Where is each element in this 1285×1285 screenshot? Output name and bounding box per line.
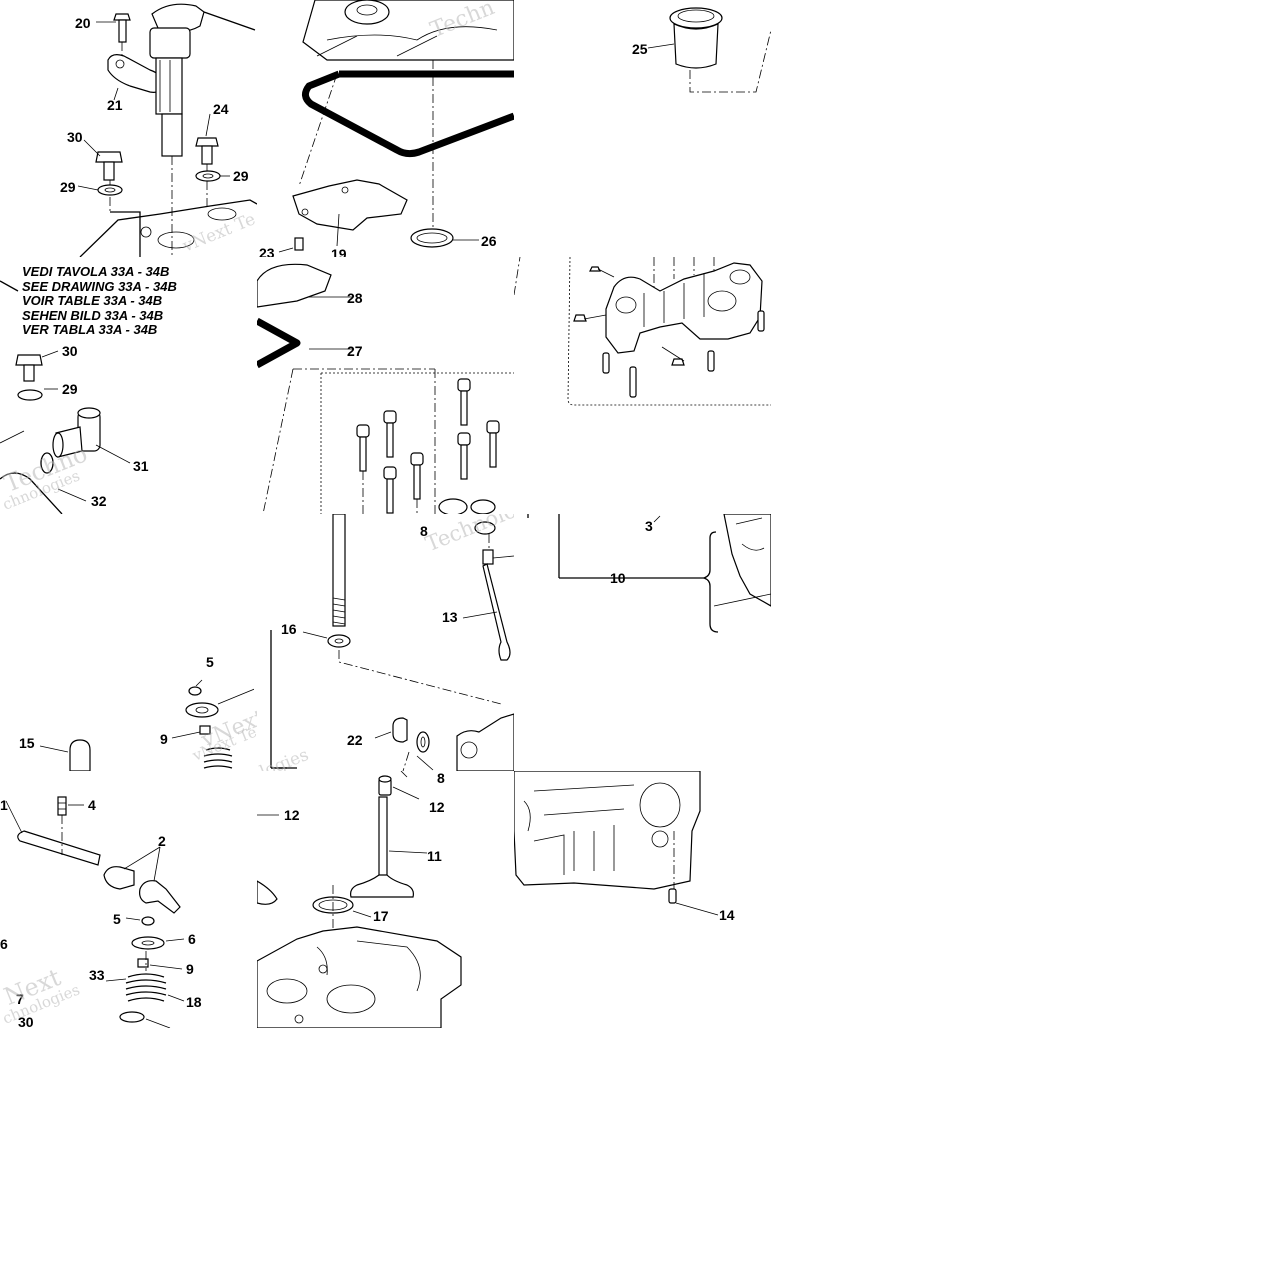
stud-drawing — [257, 514, 514, 771]
callout-29: 29 — [233, 168, 249, 184]
callout-12: 12 — [284, 807, 300, 823]
callout-14: 14 — [719, 907, 735, 923]
callout-11: 11 — [427, 848, 442, 864]
bracket-drawing — [527, 514, 771, 633]
callout-5: 5 — [113, 911, 121, 927]
callout-3: 3 — [645, 518, 653, 534]
callout-13: 13 — [442, 609, 458, 625]
see-drawing-line: SEE DRAWING 33A - 34B — [22, 278, 177, 294]
callout-23: 23 — [259, 245, 275, 257]
diagram-tile-rocker: 1 4 2 5 6 6 9 33 18 7 30 Next chnologies — [0, 771, 257, 1028]
callout-28: 28 — [347, 290, 363, 306]
callout-9: 9 — [160, 731, 168, 747]
callout-16: 16 — [281, 621, 297, 637]
callout-4: 4 — [88, 797, 96, 813]
callout-31: 31 — [133, 458, 149, 474]
callout-2: 2 — [158, 833, 166, 849]
valve-drawing — [257, 771, 462, 1028]
callout-5: 5 — [206, 654, 214, 670]
diagram-tile-valve-left: 5 9 15 vNext vNext Te — [0, 514, 257, 771]
callout-8: 8 — [437, 771, 445, 786]
callout-18: 18 — [186, 994, 202, 1010]
see-drawing-line: VER TABLA 33A - 34B — [22, 322, 158, 337]
sleeve-drawing — [647, 7, 771, 93]
callout-33: 33 — [89, 967, 105, 983]
callout-1: 1 — [0, 797, 8, 813]
callout-22: 22 — [347, 732, 363, 748]
callout-20: 20 — [75, 15, 91, 31]
callout-19: 19 — [331, 246, 347, 257]
callout-26: 26 — [481, 233, 497, 249]
callout-7: 7 — [16, 991, 24, 1007]
diagram-tile-head-cover: 23 19 26 Techn — [257, 0, 514, 257]
bolt-group — [356, 378, 500, 514]
head-cover-drawing — [278, 0, 514, 253]
callout-6: 6 — [188, 931, 196, 947]
diagram-tile-bracket: 3 10 — [514, 514, 771, 771]
diagram-tile-cylinder-head: 14 — [514, 771, 771, 1028]
cylinder-head-drawing — [514, 771, 719, 916]
callout-17: 17 — [373, 908, 389, 924]
callout-21: 21 — [107, 97, 123, 113]
diagram-tile-bolts: 28 27 — [257, 257, 514, 514]
callout-24: 24 — [213, 101, 229, 117]
diagram-tile-see-drawing: VEDI TAVOLA 33A - 34B SEE DRAWING 33A - … — [0, 257, 257, 514]
camshaft-carrier-drawing — [514, 257, 771, 406]
callout-25: 25 — [632, 41, 648, 57]
callout-29: 29 — [60, 179, 76, 195]
callout-8: 8 — [420, 523, 428, 539]
callout-12: 12 — [429, 799, 445, 815]
see-drawing-note: VEDI TAVOLA 33A - 34B SEE DRAWING 33A - … — [22, 264, 177, 338]
callout-10: 10 — [610, 570, 626, 586]
callout-27: 27 — [347, 343, 363, 359]
callout-30: 30 — [18, 1014, 34, 1028]
callout-30: 30 — [62, 343, 78, 359]
rocker-drawing — [5, 796, 185, 1028]
fitting-drawing — [0, 280, 131, 514]
callout-30: 30 — [67, 129, 83, 145]
diagram-tile-camshaft-carrier — [514, 257, 771, 514]
diagram-tile-ignition-coil: 20 21 24 30 29 29 vNext Te — [0, 0, 257, 257]
valve-left-drawing — [39, 628, 257, 771]
diagram-tile-sleeve: 25 — [514, 0, 771, 257]
callout-32: 32 — [91, 493, 107, 509]
ignition-coil-drawing — [77, 3, 257, 257]
callout-29: 29 — [62, 381, 78, 397]
bolts-drawing — [257, 263, 514, 514]
diagram-tile-valve: 12 8 12 11 17 — [257, 771, 514, 1028]
diagram-tile-stud: 8 13 16 22 Technologies logies — [257, 514, 514, 771]
callout-6: 6 — [0, 936, 8, 952]
callout-9: 9 — [186, 961, 194, 977]
callout-15: 15 — [19, 735, 35, 751]
see-drawing-line: SEHEN BILD 33A - 34B — [22, 307, 164, 323]
see-drawing-line: VEDI TAVOLA 33A - 34B — [22, 264, 170, 279]
see-drawing-line: VOIR TABLE 33A - 34B — [22, 293, 163, 308]
